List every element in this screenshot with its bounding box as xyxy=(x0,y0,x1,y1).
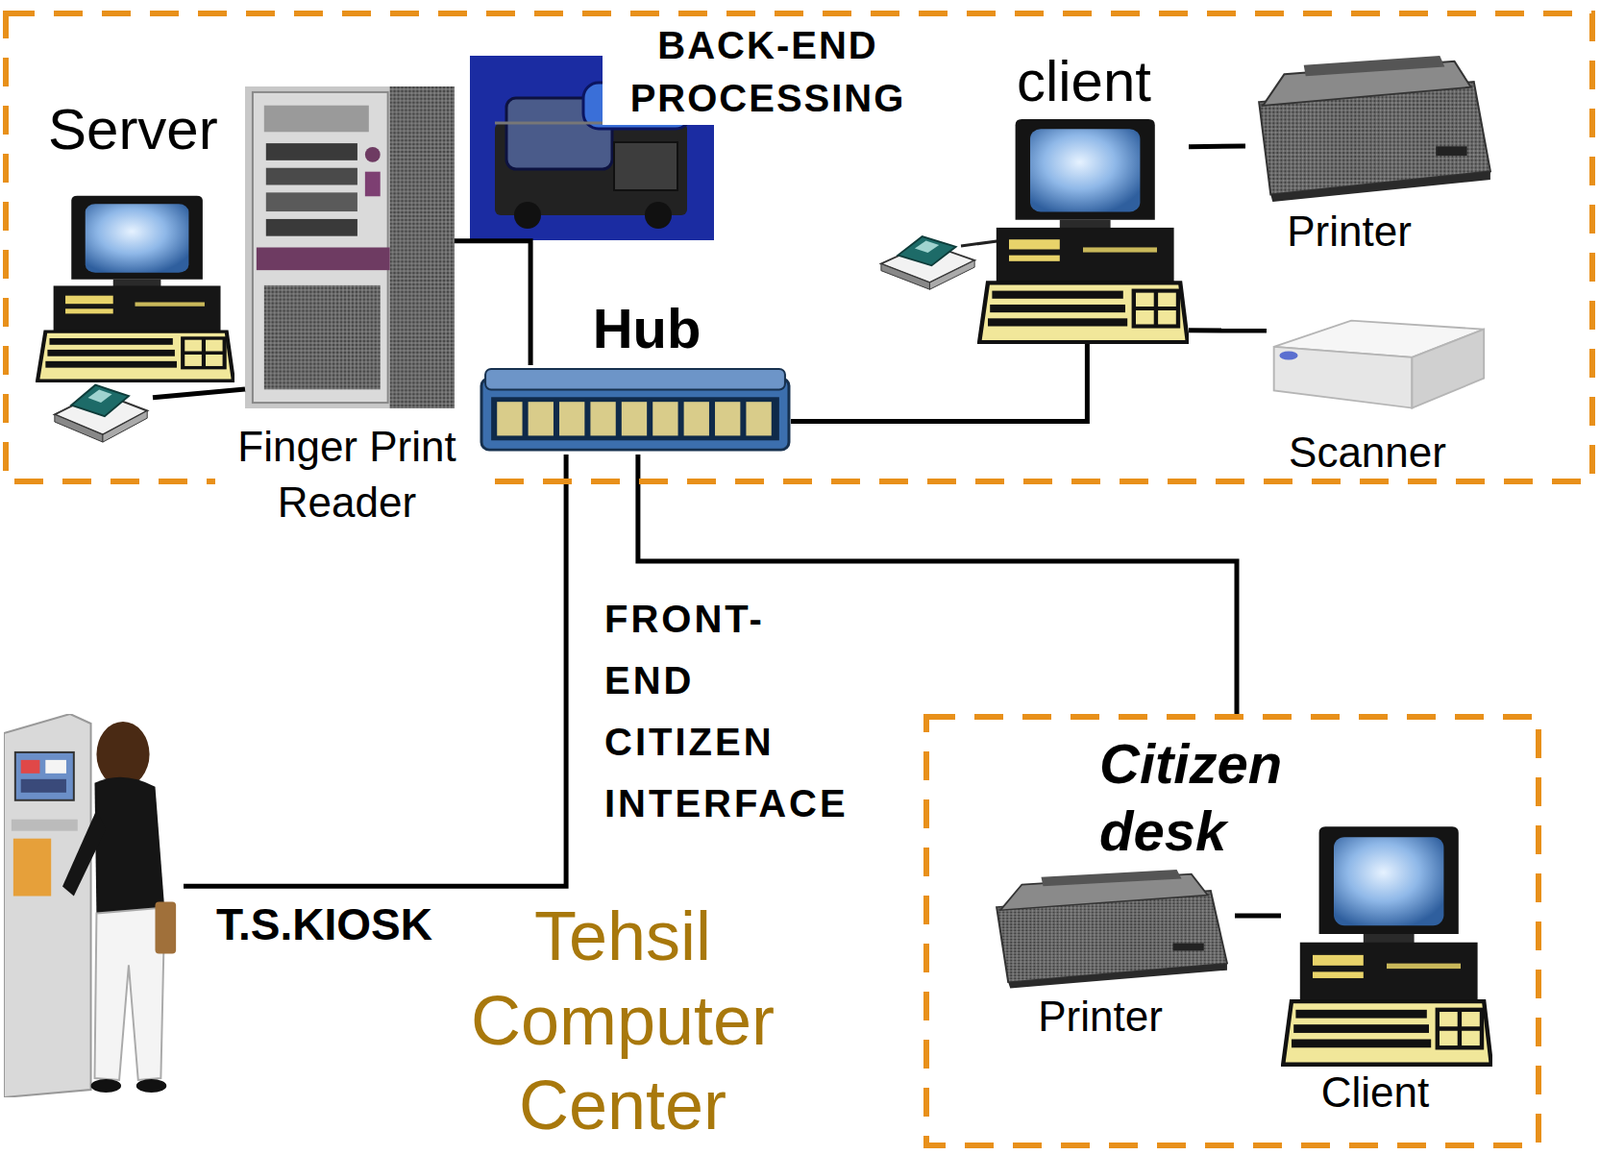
device-label: T.S.KIOSK xyxy=(214,899,435,951)
network-cable xyxy=(1234,913,1281,919)
reader-node: Finger Print Reader xyxy=(50,377,153,444)
scanner-icon xyxy=(1274,320,1485,409)
device-label: Printer xyxy=(1284,207,1414,257)
region-heading: BACK-END PROCESSING xyxy=(602,19,934,125)
dashed-border xyxy=(5,13,1593,482)
printer-node: Printer xyxy=(983,869,1235,990)
client-computer xyxy=(979,119,1188,343)
network-cable xyxy=(152,389,246,398)
device-label: Printer xyxy=(1035,992,1165,1042)
hub-icon xyxy=(481,369,789,450)
network-cable xyxy=(454,241,531,366)
dashed-border xyxy=(926,716,1539,1146)
client-node: client xyxy=(977,117,1189,345)
printer-icon xyxy=(1258,55,1491,202)
region-box: BACK-END PROCESSING ServerFinger Print Re… xyxy=(2,10,1596,485)
scanner-node: Scanner xyxy=(1266,317,1488,414)
client-computer xyxy=(1282,826,1492,1065)
kiosk-node: T.S.KIOSK xyxy=(3,713,184,1098)
hub-node: Hub xyxy=(479,365,791,455)
device-label: Client xyxy=(1319,1068,1432,1118)
network-cable xyxy=(790,344,1087,422)
region-box: Citizen deskPrinterClient xyxy=(923,713,1542,1149)
network-cable xyxy=(1188,143,1246,149)
fingerprint-reader xyxy=(54,385,148,443)
server-monitor xyxy=(37,196,234,382)
fingerprint-reader xyxy=(881,236,975,290)
device-label: client xyxy=(1014,48,1154,115)
network-cable xyxy=(1188,327,1267,333)
server-node: Server xyxy=(245,86,455,409)
device-label: Hub xyxy=(590,296,704,362)
server-tower xyxy=(245,86,455,409)
area-label: FRONT-END CITIZEN INTERFACE xyxy=(602,588,851,835)
printer-node: Printer xyxy=(1245,55,1499,204)
device-label: Finger Print Reader xyxy=(215,418,479,531)
kiosk-picture xyxy=(3,713,176,1098)
region-heading: Citizen desk xyxy=(1097,730,1284,865)
client-node: Client xyxy=(1280,824,1493,1067)
device-label: Scanner xyxy=(1286,428,1449,478)
device-label: Server xyxy=(46,96,221,163)
center-title: Tehsil Computer Center xyxy=(468,893,777,1148)
printer-icon xyxy=(996,869,1228,988)
